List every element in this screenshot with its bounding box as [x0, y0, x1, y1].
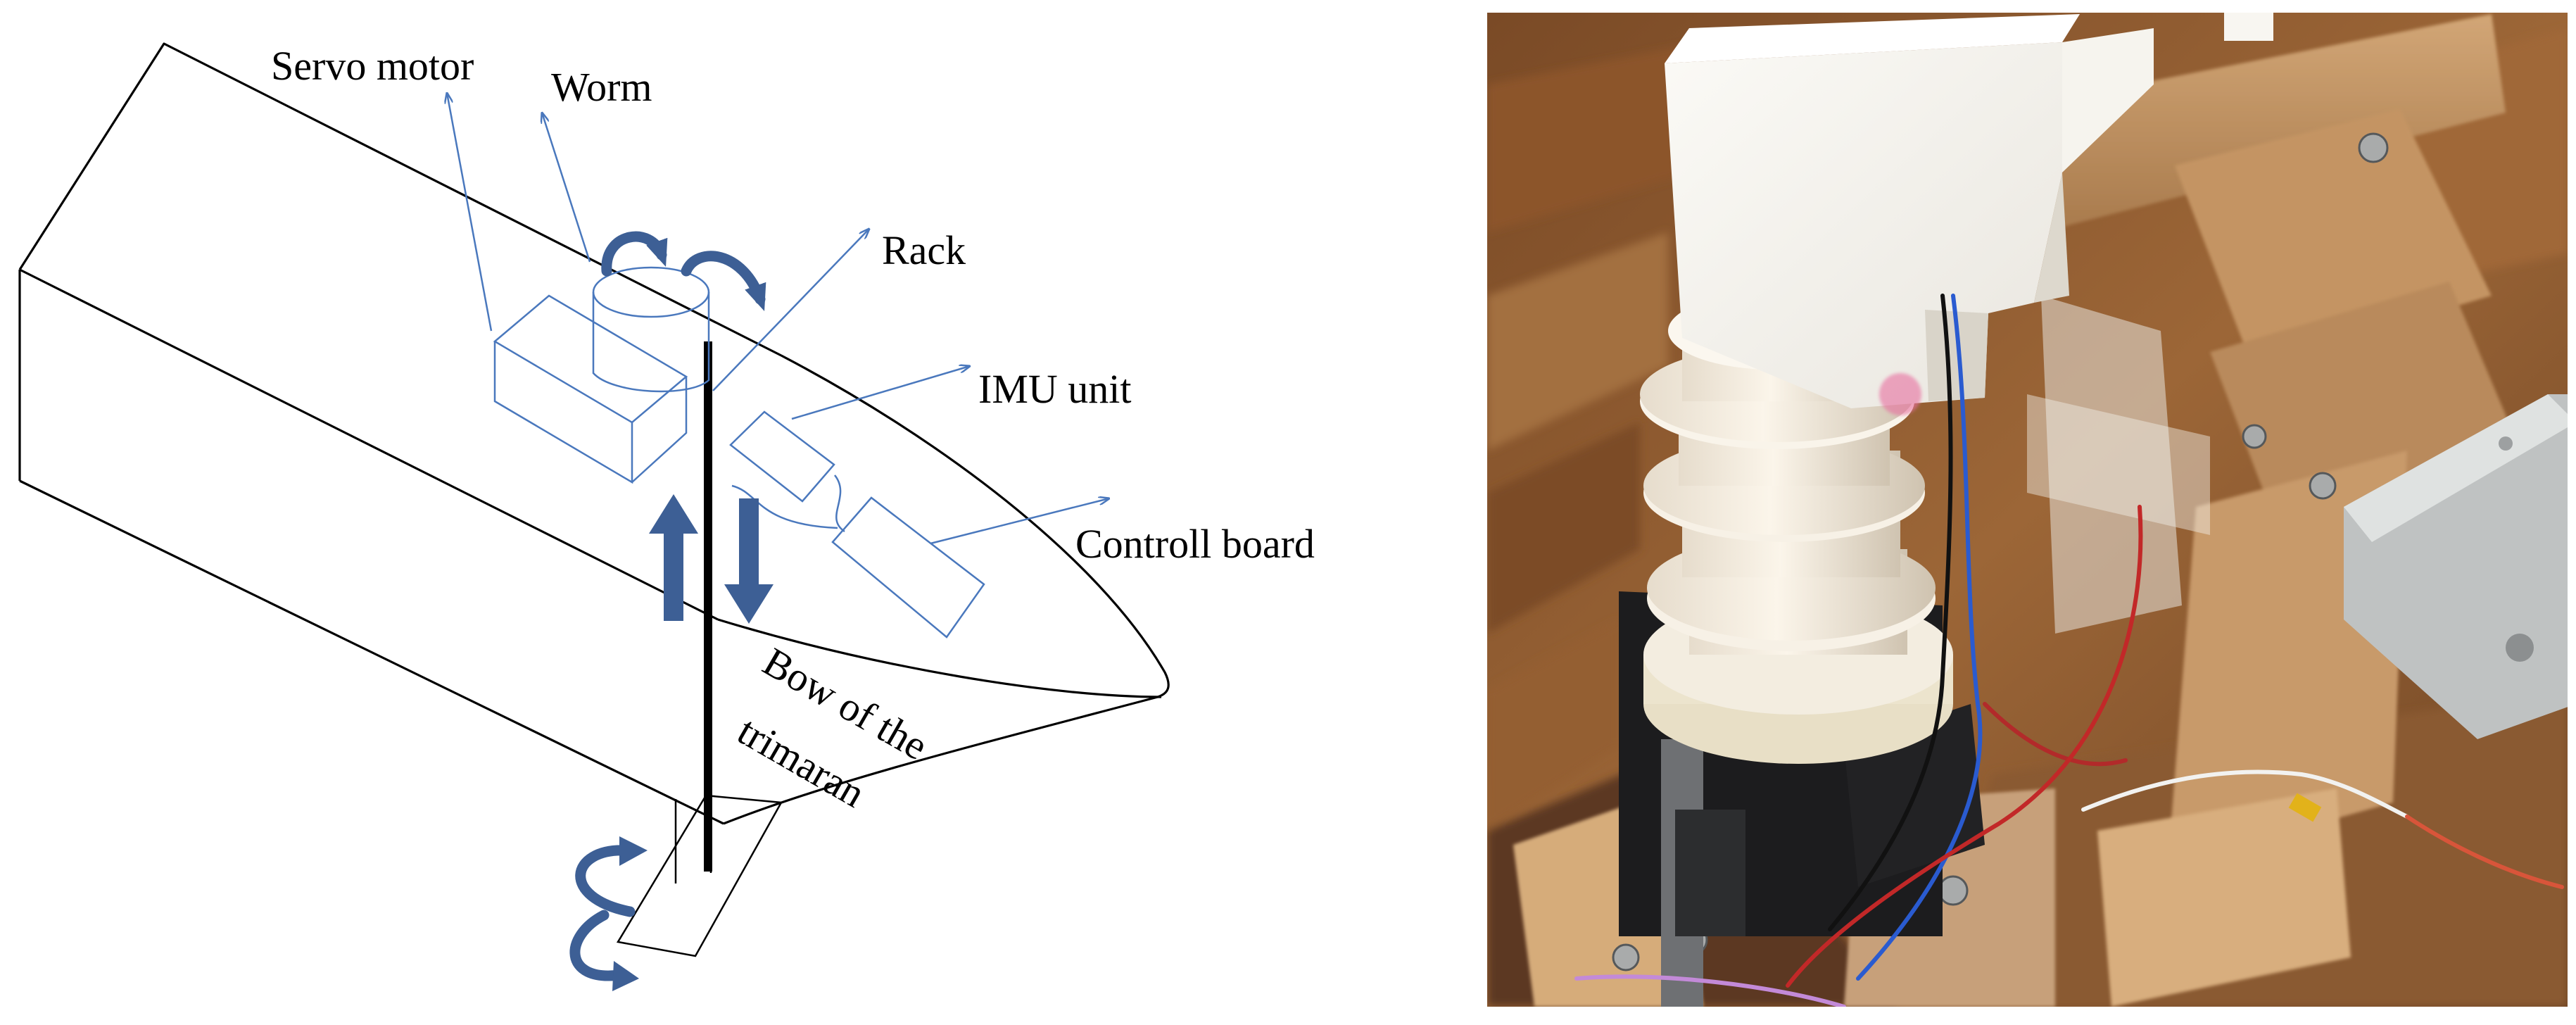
rack-label: Rack	[882, 227, 966, 273]
photo-metal-plate	[2344, 394, 2568, 739]
rack-down-arrow	[724, 498, 774, 624]
leader-arrows	[447, 93, 1109, 545]
rotation-arrows	[569, 231, 766, 981]
rack-leader	[712, 229, 869, 391]
photo-clear-bracket	[2041, 296, 2182, 634]
servo-motor-label: Servo motor	[271, 43, 474, 89]
photo-worm-gear	[1640, 239, 1953, 764]
rudder-rotation-arrow-bottom	[569, 910, 625, 981]
actuator-photo	[1487, 13, 2568, 1007]
control-board-label: Controll board	[1075, 521, 1315, 567]
worm-rotation-arrow-right	[681, 251, 766, 311]
worm-leader	[542, 113, 591, 263]
rack-motion-arrows	[649, 494, 774, 624]
control-board-leader	[930, 498, 1109, 545]
worm-label: Worm	[551, 64, 652, 110]
imu-unit-label: IMU unit	[978, 366, 1132, 412]
hull-outline	[18, 42, 1170, 825]
rudder-arrow-heads	[612, 836, 648, 991]
rudder-plate	[616, 794, 783, 957]
rudder-rotation-arrow-top	[575, 845, 636, 917]
wiring	[731, 474, 845, 533]
servo-motor-leader	[447, 93, 493, 332]
worm-shape	[592, 266, 710, 393]
photo-wires	[1574, 294, 2564, 1007]
imu-unit-leader	[791, 366, 970, 420]
servo-motor-shape	[493, 294, 688, 484]
control-board-shape	[831, 496, 985, 639]
photo-connector	[2288, 793, 2322, 822]
imu-unit-shape	[729, 410, 835, 503]
worm-rotation-arrow-left	[601, 231, 668, 277]
hull-diagram: Servo motor Worm Rack IMU unit Controll …	[18, 42, 1315, 991]
photo-white-block	[1665, 13, 2273, 415]
rack-up-arrow	[649, 494, 698, 621]
